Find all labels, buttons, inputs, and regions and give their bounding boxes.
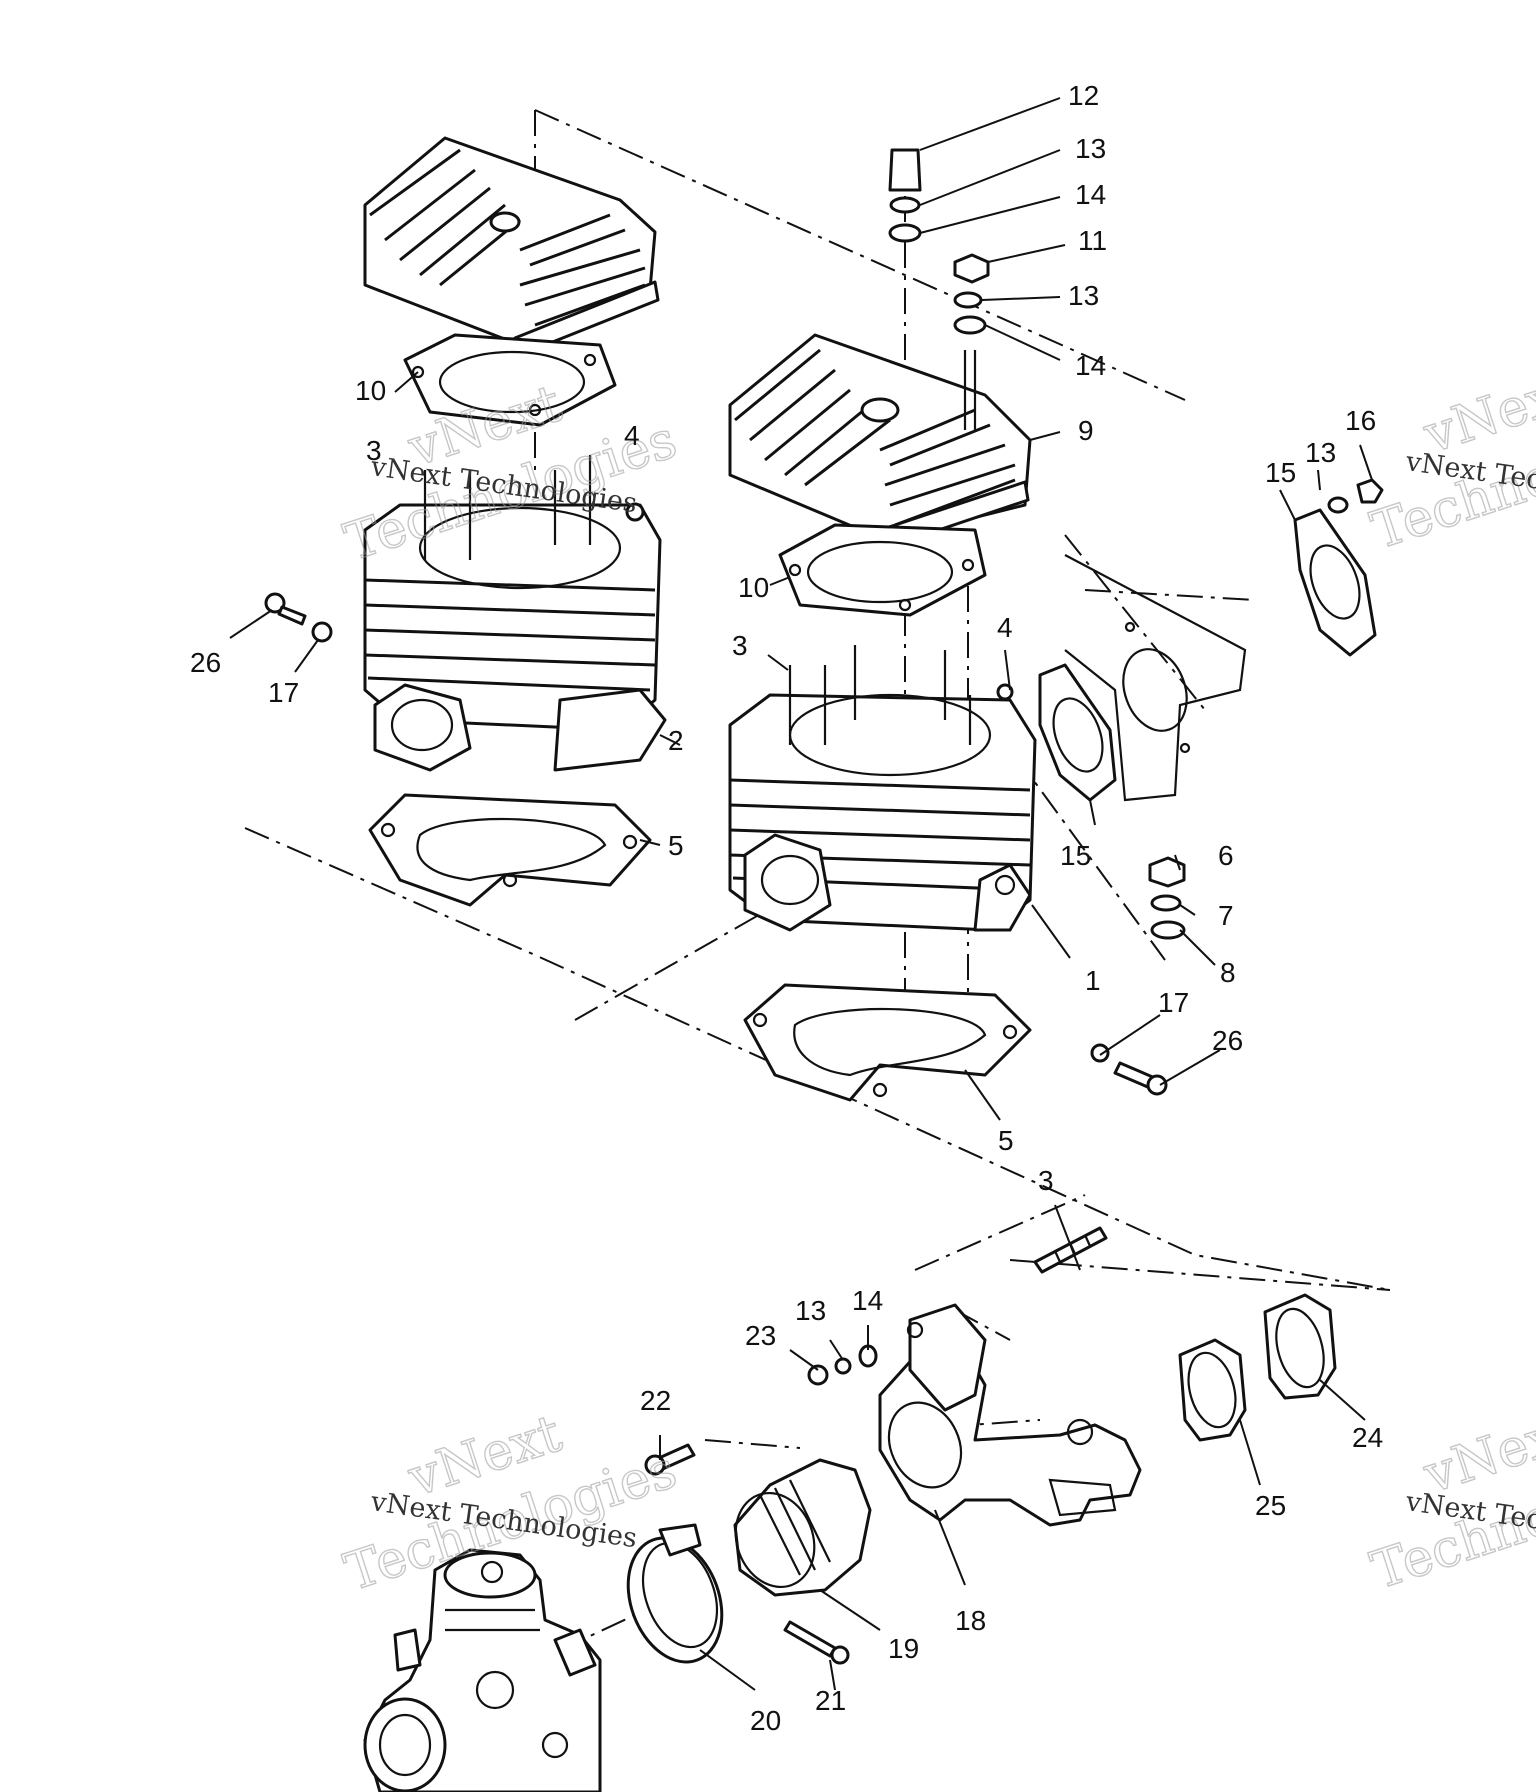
callout-labels: 12 13 14 11 13 14 9 10 10 3 4 3 4 26 17 … (190, 80, 1383, 1736)
callout-20: 20 (750, 1705, 781, 1736)
callout-23: 23 (745, 1320, 776, 1351)
callout-21: 21 (815, 1685, 846, 1716)
callout-17: 17 (268, 677, 299, 708)
exhaust-gasket-right (1293, 508, 1377, 657)
callout-3: 3 (366, 435, 382, 466)
callout-3: 3 (1038, 1165, 1054, 1196)
callout-2: 2 (668, 725, 684, 756)
callout-19: 19 (888, 1633, 919, 1664)
cylinder-head-left (363, 136, 660, 357)
callout-7: 7 (1218, 900, 1234, 931)
callout-16: 16 (1345, 405, 1376, 436)
base-gasket-left (368, 793, 652, 907)
head-gasket-left (403, 333, 617, 427)
callout-3: 3 (732, 630, 748, 661)
leader-lines (229, 97, 1373, 1691)
callout-4: 4 (997, 612, 1013, 643)
callout-11: 11 (1078, 225, 1107, 256)
base-gasket-right (743, 983, 1032, 1102)
callout-8: 8 (1220, 957, 1236, 988)
callout-1: 1 (1085, 965, 1101, 996)
callout-26: 26 (190, 647, 221, 678)
hardware-left (264, 502, 1014, 701)
callout-15: 15 (1265, 457, 1296, 488)
cylinder-left (363, 455, 667, 772)
callout-10: 10 (738, 572, 769, 603)
callout-15: 15 (1060, 840, 1091, 871)
cylinder-right (728, 645, 1037, 932)
callout-4: 4 (624, 420, 640, 451)
callout-14: 14 (1075, 350, 1106, 381)
exhaust-gasket-center (1038, 663, 1117, 802)
head-gasket-right (778, 523, 987, 617)
screw-21-22 (644, 1344, 878, 1665)
callout-22: 22 (640, 1385, 671, 1416)
callout-5: 5 (998, 1125, 1014, 1156)
intake-gasket-25 (1178, 1338, 1247, 1442)
callout-14: 14 (1075, 179, 1106, 210)
callout-13: 13 (1068, 280, 1099, 311)
intake-manifold (878, 1303, 1142, 1527)
callout-13: 13 (1305, 437, 1336, 468)
clamp-20 (626, 1523, 724, 1664)
watermark-group-3: vNext Technologies (1364, 360, 1536, 563)
callout-5: 5 (668, 830, 684, 861)
carburetor (363, 1548, 602, 1792)
callout-13: 13 (1075, 133, 1106, 164)
hardware-top (888, 148, 1384, 514)
callout-25: 25 (1255, 1490, 1286, 1521)
intake-gasket-24 (1263, 1293, 1337, 1400)
callout-17: 17 (1158, 987, 1189, 1018)
callout-10: 10 (355, 375, 386, 406)
callout-6: 6 (1218, 840, 1234, 871)
carb-boot-19 (733, 1458, 872, 1597)
callout-9: 9 (1078, 415, 1094, 446)
callout-26: 26 (1212, 1025, 1243, 1056)
hardware-right (1090, 856, 1186, 1096)
callout-14: 14 (852, 1285, 883, 1316)
callout-13: 13 (795, 1295, 826, 1326)
watermark-group-4: vNext Technologies (1364, 1400, 1536, 1603)
exhaust-plate (1064, 554, 1247, 802)
callout-18: 18 (955, 1605, 986, 1636)
cylinder-head-right (728, 333, 1032, 550)
callout-24: 24 (1352, 1422, 1383, 1453)
callout-12: 12 (1068, 80, 1099, 111)
